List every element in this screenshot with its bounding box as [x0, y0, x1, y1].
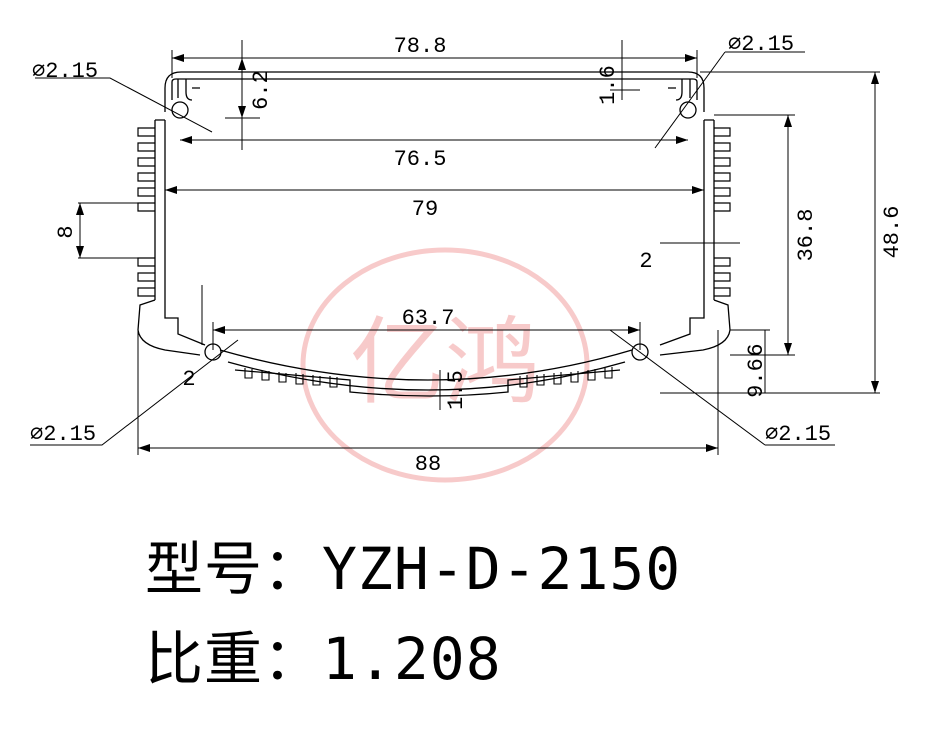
dim-6-2: 6.2 — [249, 70, 274, 110]
right-fins — [714, 127, 731, 297]
hole-label-bottom-right: ⌀2.15 — [765, 422, 831, 447]
dim-8: 8 — [54, 225, 79, 238]
model-number: YZH-D-2150 — [322, 535, 682, 603]
dim-9-6: 9.6 — [744, 358, 769, 398]
weight-label: 比重： — [145, 625, 323, 693]
model-label: 型号： — [145, 535, 323, 603]
dimension-lines — [30, 40, 880, 455]
hole-label-top-right: ⌀2.15 — [728, 32, 794, 57]
dim-36-8: 36.8 — [794, 209, 819, 262]
hole-label-bottom-left: ⌀2.15 — [30, 422, 96, 447]
dim-2-bottom: 2 — [182, 367, 195, 392]
weight-line: 比重：1.208 — [145, 612, 502, 696]
watermark: 亿鸿 — [300, 247, 590, 483]
dim-88: 88 — [415, 452, 441, 477]
model-line: 型号：YZH-D-2150 — [145, 522, 681, 606]
dim-63-7: 63.7 — [402, 306, 455, 331]
left-fins — [137, 127, 155, 297]
hole-label-top-left: ⌀2.15 — [32, 59, 98, 84]
dim-48-6: 48.6 — [880, 206, 905, 259]
dim-1-5: 1.5 — [444, 370, 469, 410]
dim-2-wall: 2 — [639, 249, 652, 274]
bottom-fins — [244, 367, 613, 388]
profile-drawing: 亿鸿 — [30, 32, 905, 483]
watermark-text: 亿鸿 — [350, 308, 540, 418]
dim-76-5: 76.5 — [394, 147, 447, 172]
weight-value: 1.208 — [322, 625, 502, 693]
dim-6: 6 — [744, 343, 769, 356]
dim-78-8: 78.8 — [394, 34, 447, 59]
dim-1-6: 1.6 — [596, 65, 621, 105]
dim-79: 79 — [412, 197, 438, 222]
dimension-arrows — [76, 54, 879, 452]
